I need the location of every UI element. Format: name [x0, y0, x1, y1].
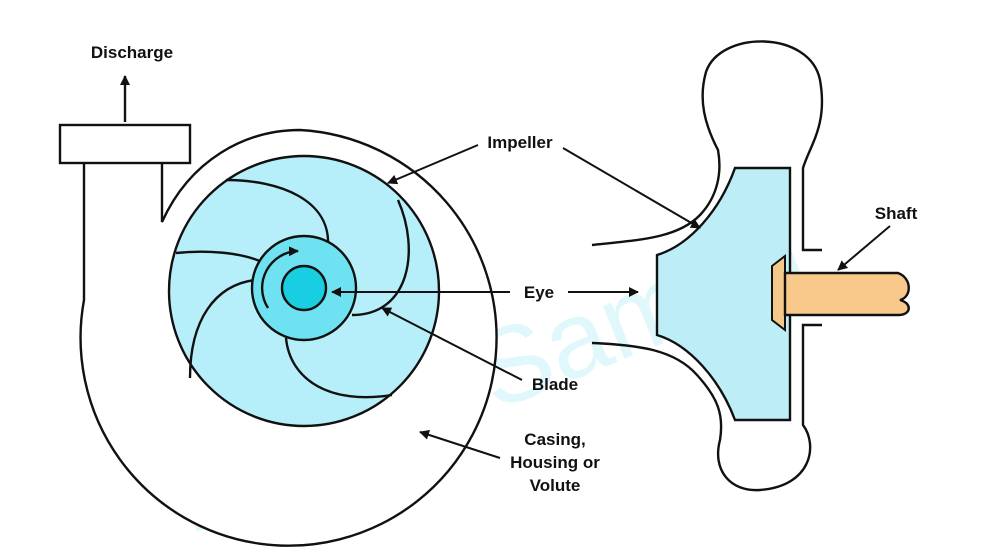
- blade-1: [225, 178, 330, 246]
- discharge-flange: [58, 123, 192, 165]
- rotation-arrow: [260, 246, 299, 309]
- leader-lines: [331, 144, 891, 459]
- impeller-blades: [175, 178, 410, 399]
- eye-inner: [280, 264, 328, 312]
- label-discharge: Discharge: [91, 43, 173, 62]
- casing-leader: [419, 430, 501, 459]
- shaft-leader: [837, 225, 891, 271]
- label-casing-line3: Volute: [530, 476, 581, 495]
- label-shaft: Shaft: [875, 204, 918, 223]
- label-casing-line1: Casing,: [524, 430, 585, 449]
- blade-3: [284, 337, 393, 399]
- label-eye: Eye: [524, 283, 554, 302]
- label-blade: Blade: [532, 375, 578, 394]
- blade-5: [175, 250, 263, 264]
- label-casing-line2: Housing or: [510, 453, 600, 472]
- blade-2: [351, 199, 410, 317]
- side-casing-lower: [591, 323, 822, 492]
- blade-leader: [381, 307, 523, 381]
- label-impeller: Impeller: [487, 133, 553, 152]
- blade-4: [188, 278, 256, 379]
- impeller-leader-left: [387, 144, 479, 185]
- shaft-collar: [771, 253, 786, 333]
- pump-front-view: [58, 75, 498, 547]
- impeller-leader-right: [562, 147, 701, 229]
- shaft: [783, 271, 910, 317]
- side-impeller: [655, 166, 792, 422]
